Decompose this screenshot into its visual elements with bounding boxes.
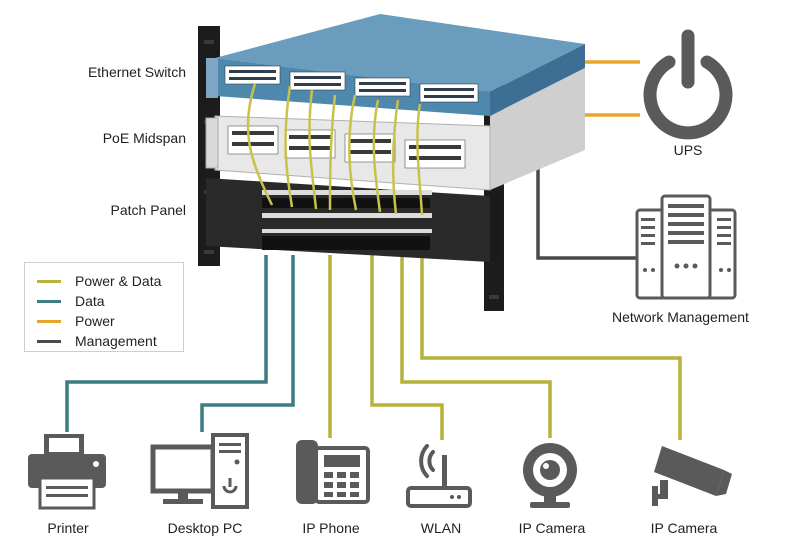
ethernet-switch-label: Ethernet Switch	[87, 64, 186, 80]
power-icon	[643, 29, 733, 140]
device-label-ip-camera-2: IP Camera	[650, 520, 718, 536]
desktop-pc-icon	[150, 433, 249, 509]
printer-icon	[28, 434, 106, 510]
rack	[198, 14, 585, 311]
ip-phone-icon	[296, 440, 370, 504]
device-cables	[65, 255, 682, 440]
network-management-label: Network Management	[612, 309, 749, 325]
poe-midspan-label: PoE Midspan	[102, 130, 186, 146]
wlan-router-icon	[406, 444, 472, 508]
cable-ip-camera-1	[400, 255, 552, 438]
legend-swatch	[37, 299, 61, 303]
server-icon	[635, 194, 737, 300]
legend-item-management: Management	[37, 331, 183, 351]
management-cable	[536, 160, 636, 260]
patch-cords	[246, 83, 424, 216]
device-label-ip-phone: IP Phone	[302, 520, 360, 536]
legend-item-power-data: Power & Data	[37, 271, 183, 291]
legend-item-power: Power	[37, 311, 183, 331]
legend: Power & Data Data Power Management	[24, 262, 184, 352]
legend-label: Management	[75, 333, 157, 349]
legend-label: Power & Data	[75, 273, 162, 289]
device-label-wlan: WLAN	[420, 520, 462, 536]
security-camera-icon	[652, 446, 732, 506]
patch-panel-label: Patch Panel	[110, 202, 187, 218]
cable-wlan	[370, 255, 444, 440]
device-label-desktop-pc: Desktop PC	[167, 520, 243, 536]
ethernet-switch	[206, 14, 585, 116]
webcam-icon	[523, 443, 577, 508]
cable-printer	[65, 255, 268, 432]
legend-swatch	[37, 279, 61, 283]
device-label-printer: Printer	[47, 520, 89, 536]
cable-desktop-pc	[200, 255, 295, 432]
legend-label: Data	[75, 293, 105, 309]
legend-item-data: Data	[37, 291, 183, 311]
legend-swatch	[37, 339, 61, 343]
cable-ip-camera-2	[420, 255, 682, 440]
ups-label: UPS	[673, 142, 703, 158]
device-label-ip-camera-1: IP Camera	[518, 520, 586, 536]
legend-swatch	[37, 319, 61, 323]
legend-label: Power	[75, 313, 115, 329]
patch-panel	[206, 178, 500, 262]
